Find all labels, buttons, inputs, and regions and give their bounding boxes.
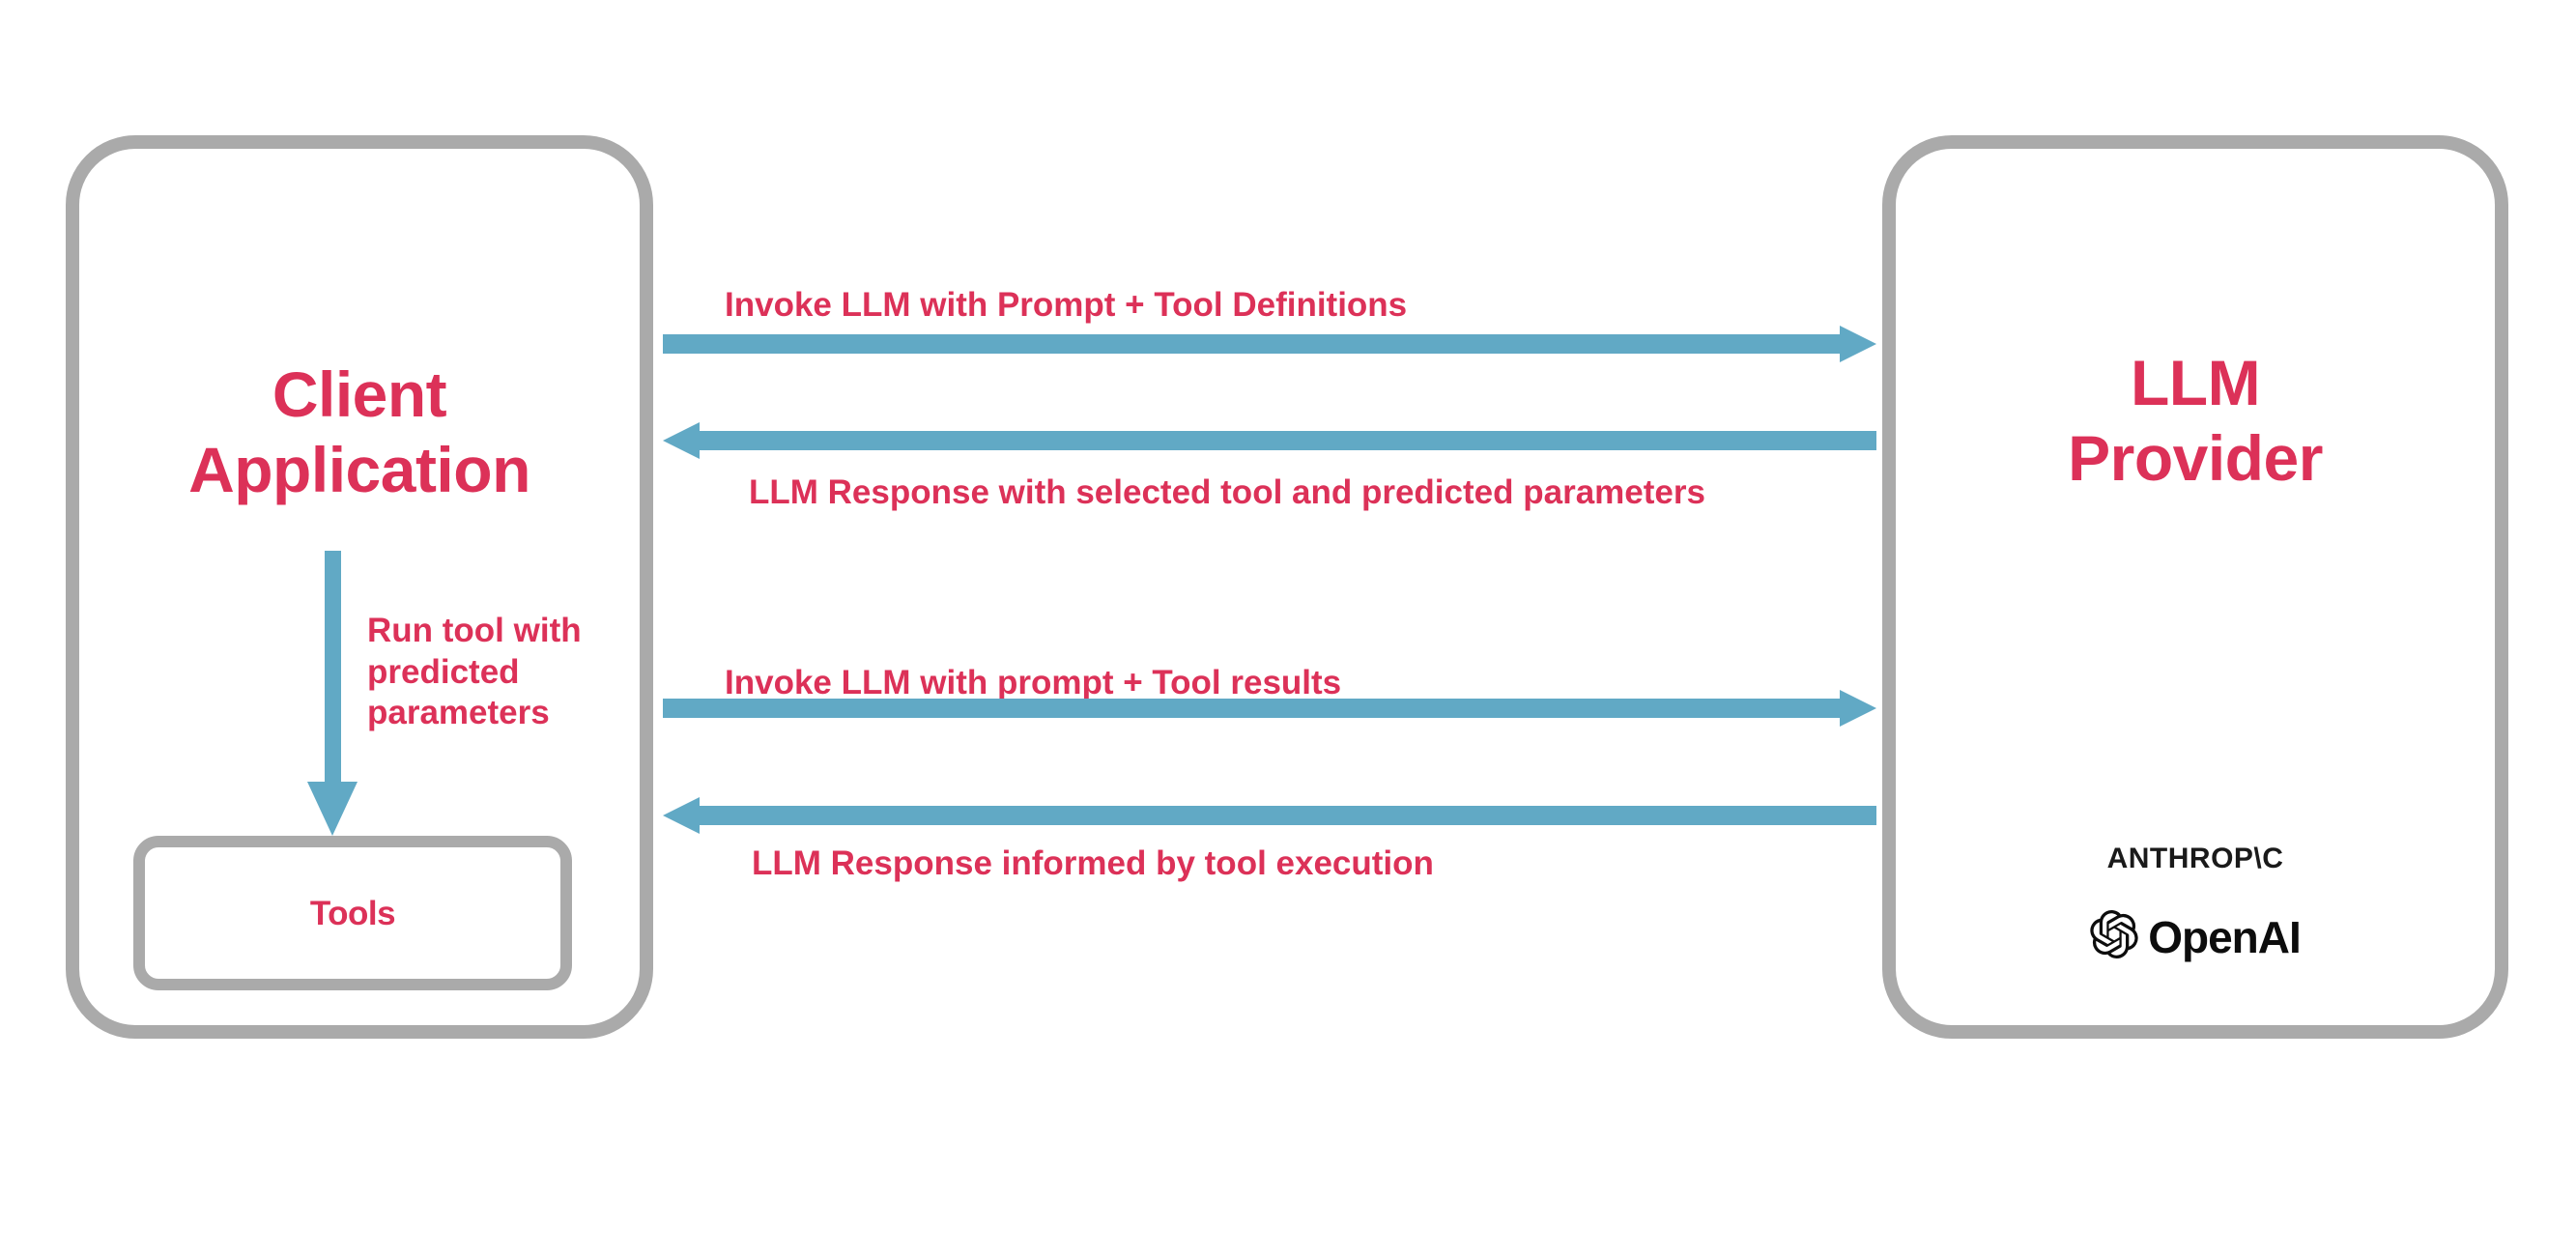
arrow-shaft	[663, 699, 1842, 718]
openai-logo: OpenAI	[1882, 910, 2508, 963]
llm-response-tool-selection-label: LLM Response with selected tool and pred…	[749, 473, 1705, 511]
tools-label: Tools	[309, 895, 396, 932]
run-tool-arrow-head	[307, 782, 358, 836]
arrow-shaft	[698, 806, 1876, 825]
llm-response-final-arrow	[663, 797, 1876, 834]
client-application-label: Client Application	[188, 358, 530, 505]
arrow-head-left	[663, 797, 700, 834]
invoke-llm-results-arrow	[663, 690, 1876, 727]
arrow-head-right	[1840, 690, 1876, 727]
invoke-llm-tools-label: Invoke LLM with Prompt + Tool Definition…	[725, 286, 1408, 324]
invoke-llm-results-label: Invoke LLM with prompt + Tool results	[725, 664, 1342, 701]
arrow-head-left	[663, 422, 700, 459]
llm-provider-label: LLM Provider	[2068, 347, 2323, 494]
anthropic-logo: ANTHROP\C	[2106, 843, 2284, 874]
run-tool-arrow-shaft	[325, 551, 341, 782]
openai-flower-icon	[2090, 910, 2138, 963]
llm-response-final-label: LLM Response informed by tool execution	[752, 844, 1434, 882]
invoke-llm-tools-arrow	[663, 326, 1876, 362]
openai-wordmark: OpenAI	[2148, 911, 2302, 962]
arrow-shaft	[663, 334, 1842, 354]
llm-response-tool-selection-arrow	[663, 422, 1876, 459]
run-tool-arrow-label: Run tool with predicted parameters	[367, 612, 582, 732]
arrow-shaft	[698, 431, 1876, 450]
llm-provider-node	[1882, 135, 2508, 1039]
tools-node	[133, 836, 572, 990]
run-tool-arrow	[307, 551, 358, 836]
arrow-head-right	[1840, 326, 1876, 362]
